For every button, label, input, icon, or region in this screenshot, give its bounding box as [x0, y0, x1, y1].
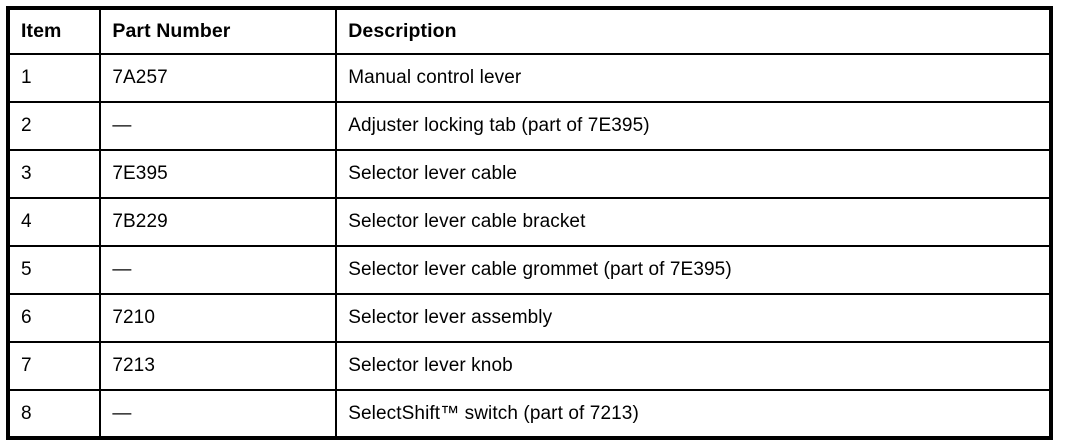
cell-description: Selector lever assembly — [336, 294, 1051, 343]
cell-item: 5 — [8, 246, 102, 295]
cell-part-number: 7E395 — [100, 150, 338, 199]
table-row: 4 7B229 Selector lever cable bracket — [8, 198, 1051, 247]
column-header-item: Item — [8, 8, 102, 55]
cell-part-number: 7B229 — [100, 198, 338, 247]
table-row: 5 — Selector lever cable grommet (part o… — [8, 246, 1051, 295]
table-row: 2 — Adjuster locking tab (part of 7E395) — [8, 102, 1051, 151]
cell-description: Adjuster locking tab (part of 7E395) — [336, 102, 1051, 151]
cell-item: 7 — [8, 342, 102, 391]
cell-description: Selector lever knob — [336, 342, 1051, 391]
cell-item: 1 — [8, 54, 102, 103]
cell-description: Selector lever cable — [336, 150, 1051, 199]
cell-description: Manual control lever — [336, 54, 1051, 103]
cell-item: 3 — [8, 150, 102, 199]
table-row: 6 7210 Selector lever assembly — [8, 294, 1051, 343]
cell-part-number: — — [100, 390, 338, 438]
column-header-part-number: Part Number — [100, 8, 338, 55]
table-header-row: Item Part Number Description — [8, 8, 1051, 55]
cell-part-number: 7A257 — [100, 54, 338, 103]
cell-description: Selector lever cable grommet (part of 7E… — [336, 246, 1051, 295]
table-header: Item Part Number Description — [8, 8, 1051, 55]
cell-description: Selector lever cable bracket — [336, 198, 1051, 247]
cell-item: 8 — [8, 390, 102, 438]
table-row: 1 7A257 Manual control lever — [8, 54, 1051, 103]
cell-part-number: — — [100, 246, 338, 295]
cell-part-number: 7213 — [100, 342, 338, 391]
table-row: 8 — SelectShift™ switch (part of 7213) — [8, 390, 1051, 438]
table-body: 1 7A257 Manual control lever 2 — Adjuste… — [8, 54, 1051, 438]
parts-legend-table: Item Part Number Description 1 7A257 Man… — [6, 6, 1053, 440]
cell-description: SelectShift™ switch (part of 7213) — [336, 390, 1051, 438]
column-header-description: Description — [336, 8, 1051, 55]
cell-item: 6 — [8, 294, 102, 343]
cell-item: 4 — [8, 198, 102, 247]
cell-part-number: 7210 — [100, 294, 338, 343]
table-row: 7 7213 Selector lever knob — [8, 342, 1051, 391]
cell-item: 2 — [8, 102, 102, 151]
cell-part-number: — — [100, 102, 338, 151]
table-row: 3 7E395 Selector lever cable — [8, 150, 1051, 199]
